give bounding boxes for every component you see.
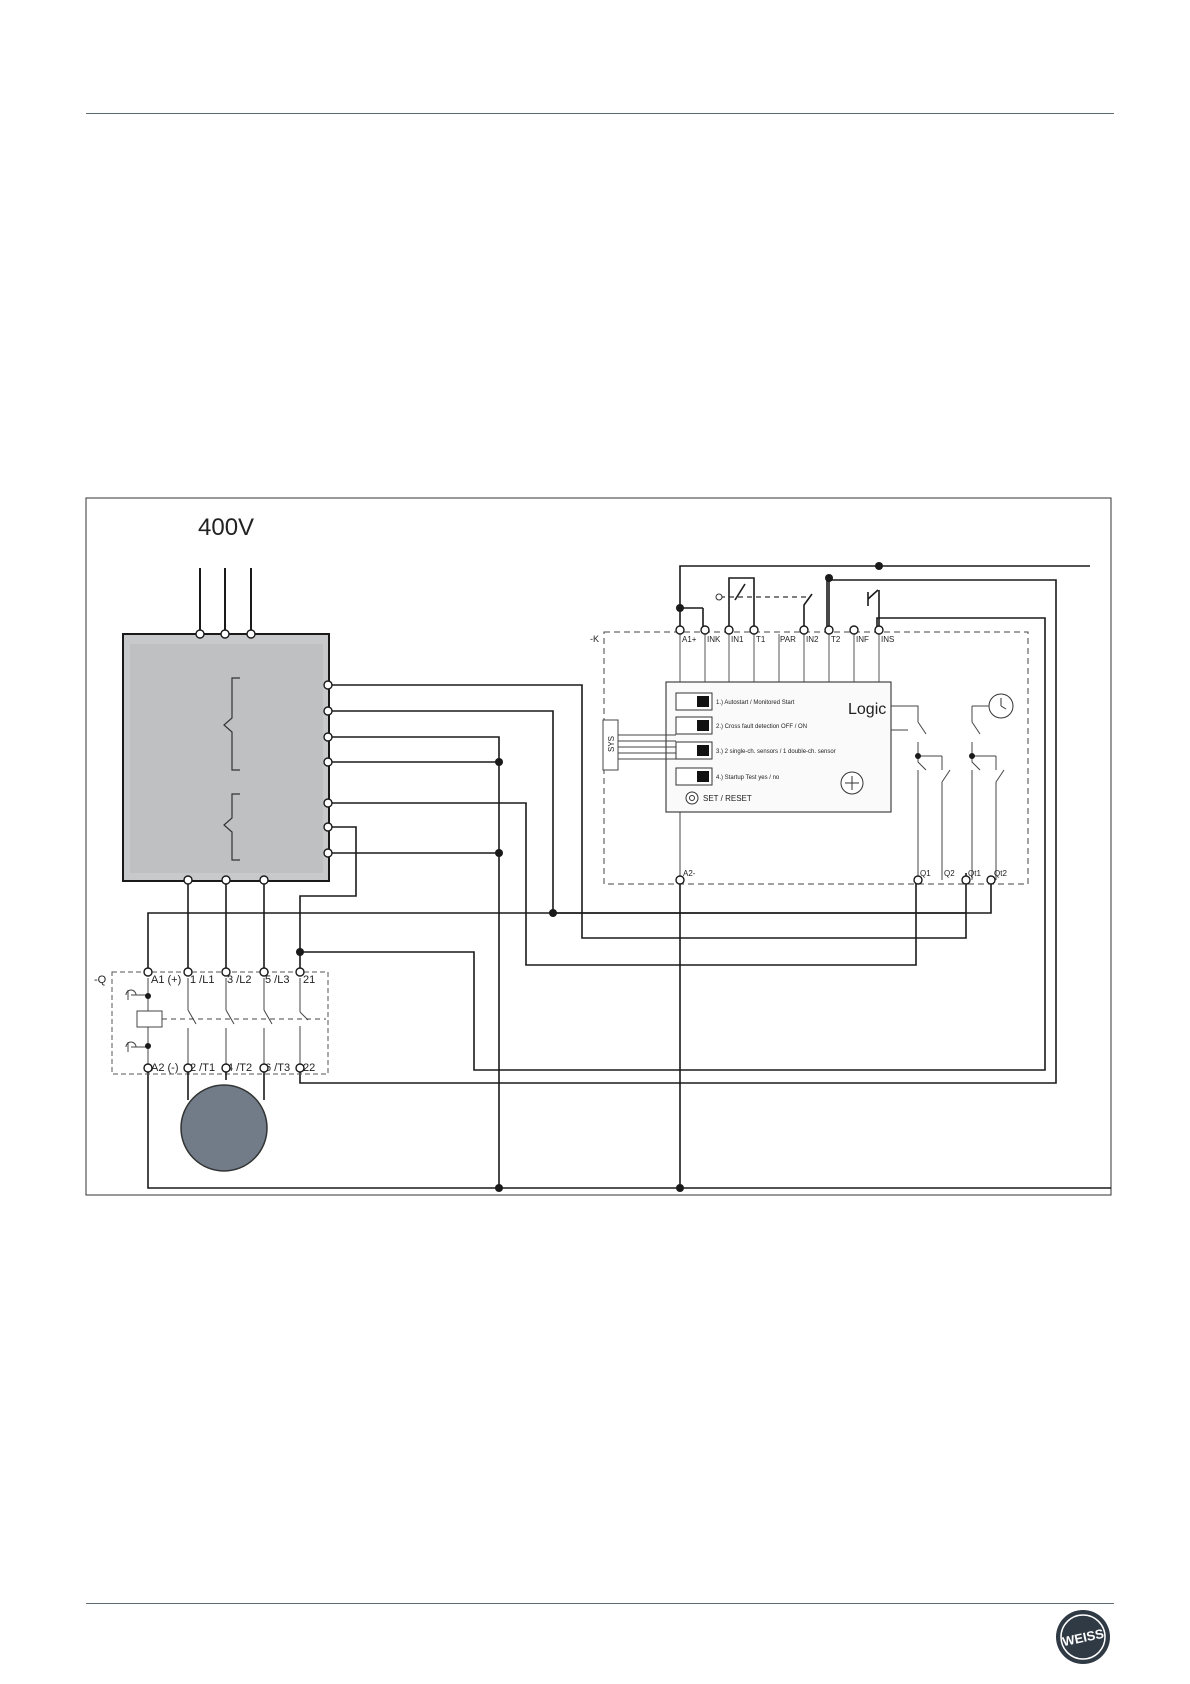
drive-unit bbox=[123, 634, 329, 881]
terminal-T1: T1 bbox=[756, 635, 766, 644]
terminal-Qt1: Qt1 bbox=[968, 869, 981, 878]
contactor-T3: 6 /T3 bbox=[265, 1062, 290, 1074]
contactor-L3: 5 /L3 bbox=[265, 974, 289, 986]
terminal-Qt2: Qt2 bbox=[994, 869, 1007, 878]
motor-symbol bbox=[181, 1085, 267, 1171]
weiss-logo: WEISS bbox=[1055, 1609, 1111, 1665]
terminal-T2: T2 bbox=[831, 635, 841, 644]
supply-lines bbox=[200, 568, 251, 634]
relay-bottom-terminal-labels: A2- Q1 Q2 Qt1 Qt2 bbox=[683, 869, 1007, 878]
dip-switch-4 bbox=[676, 768, 712, 785]
set-reset-icon bbox=[686, 792, 698, 804]
switch-label-2: 2.) Cross fault detection OFF / ON bbox=[716, 724, 807, 730]
contactor-top-labels: A1 (+) 1 /L1 3 /L2 5 /L3 21 bbox=[151, 974, 315, 986]
terminal-IN2: IN2 bbox=[806, 635, 819, 644]
contactor-L1: 1 /L1 bbox=[190, 974, 214, 986]
relay-top-terminal-labels: A1+ INK IN1 T1 PAR IN2 T2 INF INS bbox=[682, 635, 894, 644]
contactor-A2: A2 (-) bbox=[151, 1062, 179, 1074]
terminal-INF: INF bbox=[856, 635, 869, 644]
terminal-A1: A1+ bbox=[682, 635, 697, 644]
contactor-22: 22 bbox=[303, 1062, 315, 1074]
contactor-internals bbox=[126, 978, 326, 1066]
dip-switch-3 bbox=[676, 742, 712, 759]
safety-relay-designation: -K bbox=[590, 634, 599, 644]
dip-switch-1 bbox=[676, 693, 712, 710]
sys-label: SYS bbox=[607, 736, 616, 752]
dip-switch-2 bbox=[676, 717, 712, 734]
contactor-L2: 3 /L2 bbox=[227, 974, 251, 986]
terminal-INS: INS bbox=[881, 635, 894, 644]
contactor-A1: A1 (+) bbox=[151, 974, 181, 986]
logic-label: Logic bbox=[848, 701, 886, 718]
switch-label-4: 4.) Startup Test yes / no bbox=[716, 775, 780, 781]
clock-icon bbox=[989, 694, 1013, 718]
terminal-PAR: PAR bbox=[780, 635, 796, 644]
contactor-21: 21 bbox=[303, 974, 315, 986]
set-reset-label: SET / RESET bbox=[703, 794, 752, 803]
terminal-Q1: Q1 bbox=[920, 869, 931, 878]
contactor-bottom-labels: A2 (-) 2 /T1 4 /T2 6 /T3 22 bbox=[151, 1062, 315, 1074]
terminal-Q2: Q2 bbox=[944, 869, 955, 878]
link-pivot bbox=[716, 594, 722, 600]
supply-voltage-label: 400V bbox=[198, 514, 254, 541]
terminal-IN1: IN1 bbox=[731, 635, 744, 644]
contactor-designation: -Q bbox=[94, 974, 107, 986]
contactor-T1: 2 /T1 bbox=[190, 1062, 215, 1074]
terminal-INK: INK bbox=[707, 635, 721, 644]
adjust-screw-icon bbox=[841, 772, 863, 794]
switch-label-1: 1.) Autostart / Monitored Start bbox=[716, 700, 795, 706]
terminal-A2: A2- bbox=[683, 869, 696, 878]
switch-label-3: 3.) 2 single-ch. sensors / 1 double-ch. … bbox=[716, 749, 836, 755]
contactor-T2: 4 /T2 bbox=[227, 1062, 252, 1074]
